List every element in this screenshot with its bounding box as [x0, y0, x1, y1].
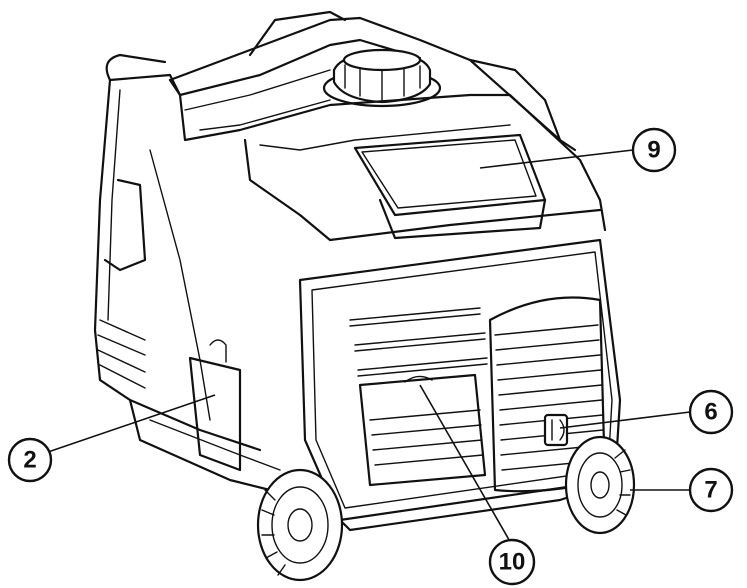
- callout-7-label: 7: [704, 477, 717, 504]
- callout-10: 10: [488, 538, 536, 586]
- leader-6: [559, 411, 691, 429]
- upper-housing: [108, 73, 607, 242]
- callout-6: 6: [688, 389, 734, 435]
- leader-lines: [47, 149, 691, 546]
- leader-10: [419, 384, 513, 546]
- left-wheel: [256, 468, 344, 582]
- callout-7: 7: [688, 467, 734, 513]
- callout-2-label: 2: [23, 447, 36, 474]
- leader-2: [47, 394, 216, 453]
- callout-10-label: 10: [499, 549, 526, 576]
- callout-2: 2: [7, 437, 53, 483]
- callout-6-label: 6: [704, 399, 717, 426]
- rear-switch: [543, 413, 569, 447]
- right-wheel: [564, 435, 636, 535]
- callout-9-label: 9: [647, 137, 660, 164]
- left-side-panel: [93, 53, 262, 472]
- leader-9: [479, 149, 634, 169]
- callout-9: 9: [631, 127, 677, 173]
- inspection-cover: [358, 373, 487, 487]
- fuel-cap: [322, 48, 442, 108]
